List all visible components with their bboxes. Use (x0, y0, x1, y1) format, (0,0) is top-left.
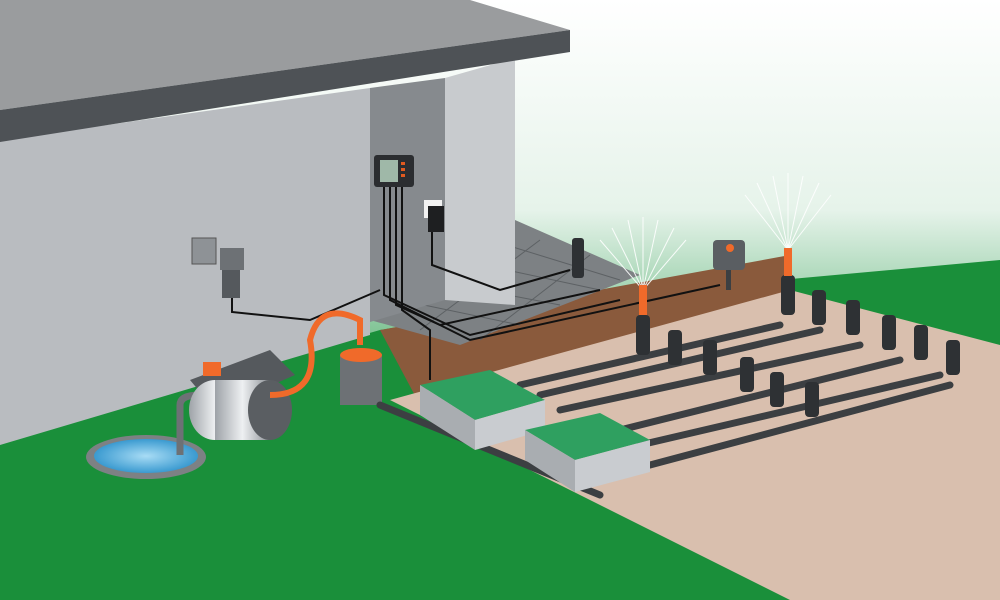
sprinkler-nozzle (784, 248, 792, 276)
valve-box-2[interactable] (525, 413, 650, 492)
roof-edge (0, 30, 570, 142)
sprinkler (572, 238, 584, 278)
alcove-wall (370, 78, 445, 322)
sprinkler (805, 382, 819, 417)
sprinkler (668, 330, 682, 365)
house-pillar (445, 58, 515, 305)
pressure-hose (269, 310, 363, 398)
well-water (94, 439, 198, 473)
water-spray-left (599, 217, 687, 291)
water-timer[interactable] (713, 240, 745, 290)
sprinkler (914, 325, 928, 360)
sprinkler (781, 275, 795, 315)
pressure-switch (191, 237, 244, 298)
sprinkler-nozzle (639, 285, 647, 315)
sprinkler (770, 372, 784, 407)
roof (0, 0, 570, 110)
soil-bed (390, 290, 1000, 600)
valve-box-1[interactable] (420, 370, 545, 450)
sprinkler (846, 300, 860, 335)
sprinkler (703, 340, 717, 375)
sprinkler (882, 315, 896, 350)
supply-pipes (376, 321, 954, 499)
irrigation-controller[interactable] (374, 155, 414, 187)
house-wall (0, 88, 370, 445)
garden-pump[interactable] (189, 350, 295, 440)
water-spray-right (744, 173, 832, 251)
pop-up-sprinklers (572, 238, 960, 417)
sprinkler (946, 340, 960, 375)
filter (340, 348, 382, 405)
power-socket (424, 200, 444, 232)
sprinkler (812, 290, 826, 325)
sprinkler (740, 357, 754, 392)
sprinkler (636, 315, 650, 355)
control-cables (231, 187, 721, 380)
